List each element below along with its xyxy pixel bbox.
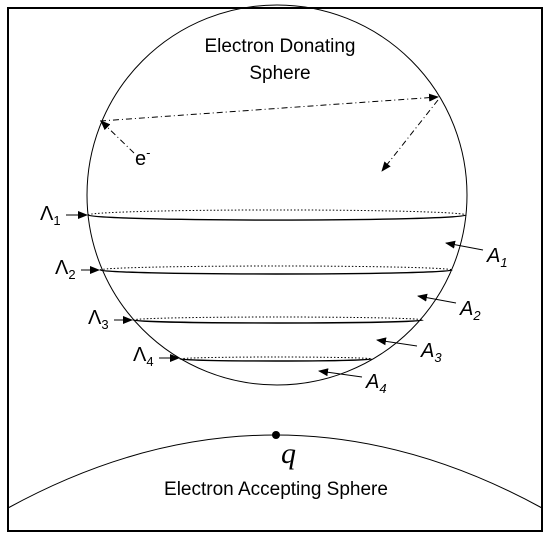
area-label-1: A1	[445, 240, 508, 270]
lambda-label-2: Λ2	[55, 257, 100, 282]
electron-path	[99, 93, 439, 172]
svg-text:A4: A4	[365, 371, 387, 396]
cross-section-3	[132, 316, 424, 324]
acceptor-label: Electron Accepting Sphere	[164, 479, 388, 500]
cross-section-2	[99, 265, 453, 275]
area-label-4: A4	[318, 368, 387, 396]
svg-text:A2: A2	[459, 298, 481, 323]
area-arrow-2	[417, 293, 457, 304]
donor-title-line2: Sphere	[249, 63, 310, 84]
lambda-label-4: Λ4	[133, 344, 180, 369]
electron-label: e-	[135, 145, 150, 170]
area-label-2: A2	[417, 293, 481, 323]
point-q-dot	[272, 431, 280, 439]
lambda-label-1: Λ1	[40, 203, 88, 228]
donor-title-line1: Electron Donating	[204, 36, 355, 57]
cross-section-4	[179, 356, 373, 362]
cross-section-1	[87, 209, 467, 221]
area-arrow-4	[318, 368, 363, 378]
area-arrow-1	[445, 240, 484, 251]
lambda-label-3: Λ3	[88, 307, 133, 332]
svg-text:Λ2: Λ2	[55, 257, 76, 282]
area-arrow-3	[376, 337, 418, 347]
donating-sphere	[86, 4, 468, 386]
svg-text:Λ3: Λ3	[88, 307, 109, 332]
svg-text:A3: A3	[420, 340, 442, 365]
svg-text:Λ4: Λ4	[133, 344, 154, 369]
frame	[7, 7, 543, 532]
svg-text:Λ1: Λ1	[40, 203, 61, 228]
point-q-label: q	[281, 437, 296, 470]
svg-text:A1: A1	[486, 245, 508, 270]
area-label-3: A3	[376, 337, 442, 365]
